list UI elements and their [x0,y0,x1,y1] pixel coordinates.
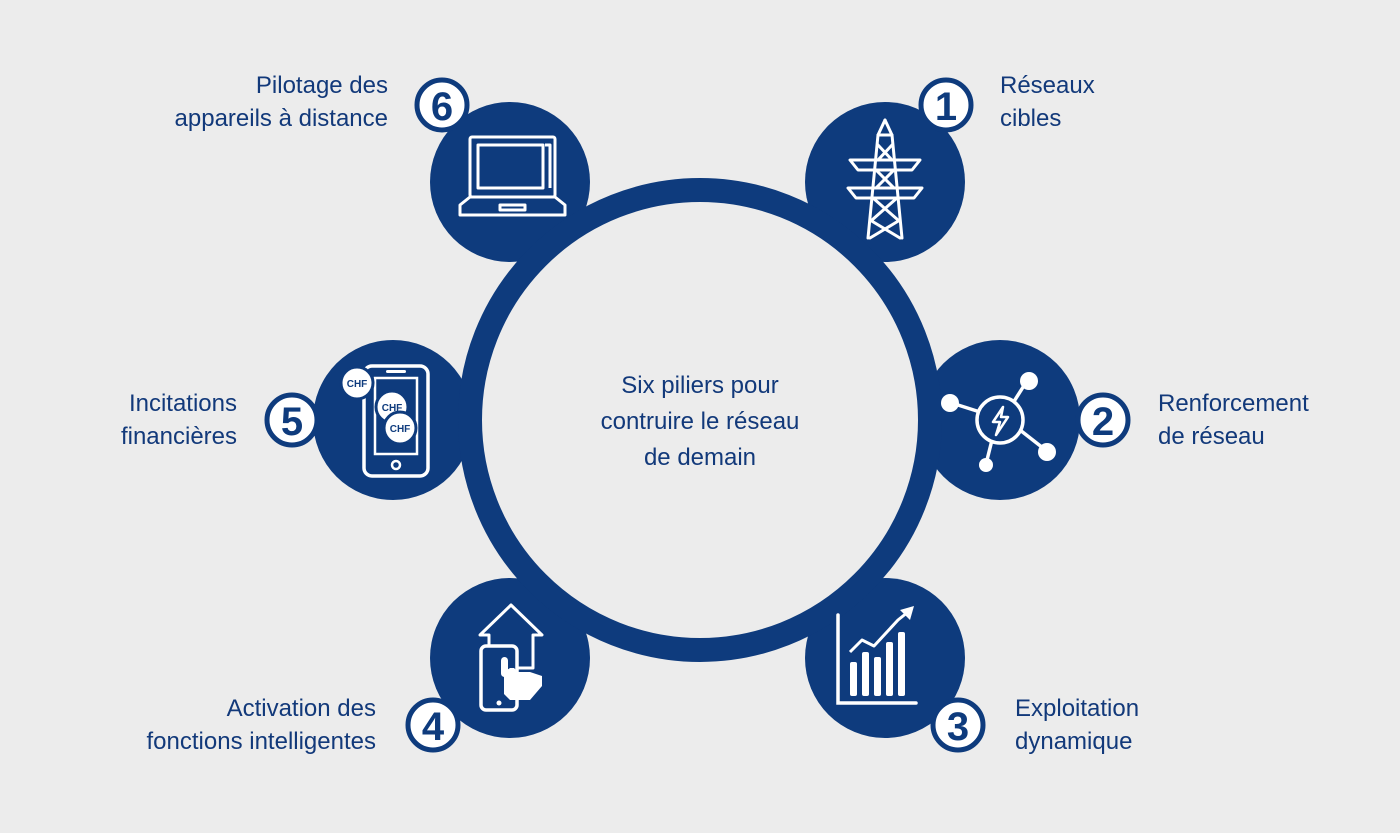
badge-5: 5 [264,392,320,448]
pillar-1-label-line-2: cibles [1000,105,1062,132]
pillar-1-label-line-1: Réseaux [1000,72,1095,99]
pillar-5-label-line-1: Incitations [128,390,237,417]
laptop-icon [458,135,567,217]
pillar-6-label-line-2: appareils à distance [174,105,388,132]
badge-5-number: 5 [281,400,303,444]
badge-2-number: 2 [1092,400,1114,444]
pillar-6-label: Pilotage des appareils à distance [175,69,388,135]
bar-chart-growth-icon [836,606,918,705]
chf-coin-1: CHF [347,379,368,390]
pillar-2-label-line-2: de réseau [1158,423,1265,450]
phone-chf-coins-icon: CHF CHF CHF [339,364,430,478]
pillar-4-label-line-1: Activation des [226,695,376,722]
center-title: Six piliers pour contruire le réseau de … [560,368,840,476]
badge-4-number: 4 [422,705,445,749]
pillar-6-label-line-1: Pilotage des [255,72,388,99]
badge-3-number: 3 [947,705,969,749]
badge-6-number: 6 [431,85,453,129]
smart-home-tap-icon [478,603,544,712]
center-title-line-3: de demain [643,444,757,471]
center-title-line-2: contruire le réseau [600,408,800,435]
badge-4: 4 [405,697,461,753]
badge-3: 3 [930,697,986,753]
pillar-2-label: Renforcement de réseau [1158,387,1309,453]
pillar-3-label-line-1: Exploitation [1015,695,1140,722]
pillar-1-label: Réseaux cibles [1000,69,1095,135]
chf-coin-3: CHF [390,424,411,435]
chf-coin-2: CHF [382,403,403,414]
power-pylon-icon [846,118,924,240]
pillar-2-label-line-1: Renforcement [1158,390,1309,417]
pillar-4-label-line-2: fonctions intelligentes [146,728,376,755]
pillar-3-label: Exploitation dynamique [1015,692,1139,758]
pillar-4-label: Activation des fonctions intelligentes [147,692,376,758]
pillar-3-disc [805,578,965,738]
badge-6: 6 [414,77,470,133]
center-title-line-1: Six piliers pour [621,372,779,399]
pillar-3-label-line-2: dynamique [1015,728,1133,755]
network-hub-icon [941,372,1056,472]
badge-1-number: 1 [935,85,957,129]
badge-1: 1 [918,77,974,133]
central-ring [458,178,942,662]
pillar-1-disc [805,102,965,262]
pillar-5-label-line-2: financières [120,423,237,450]
badge-2: 2 [1075,392,1131,448]
pillar-5-label: Incitations financières [121,387,237,453]
